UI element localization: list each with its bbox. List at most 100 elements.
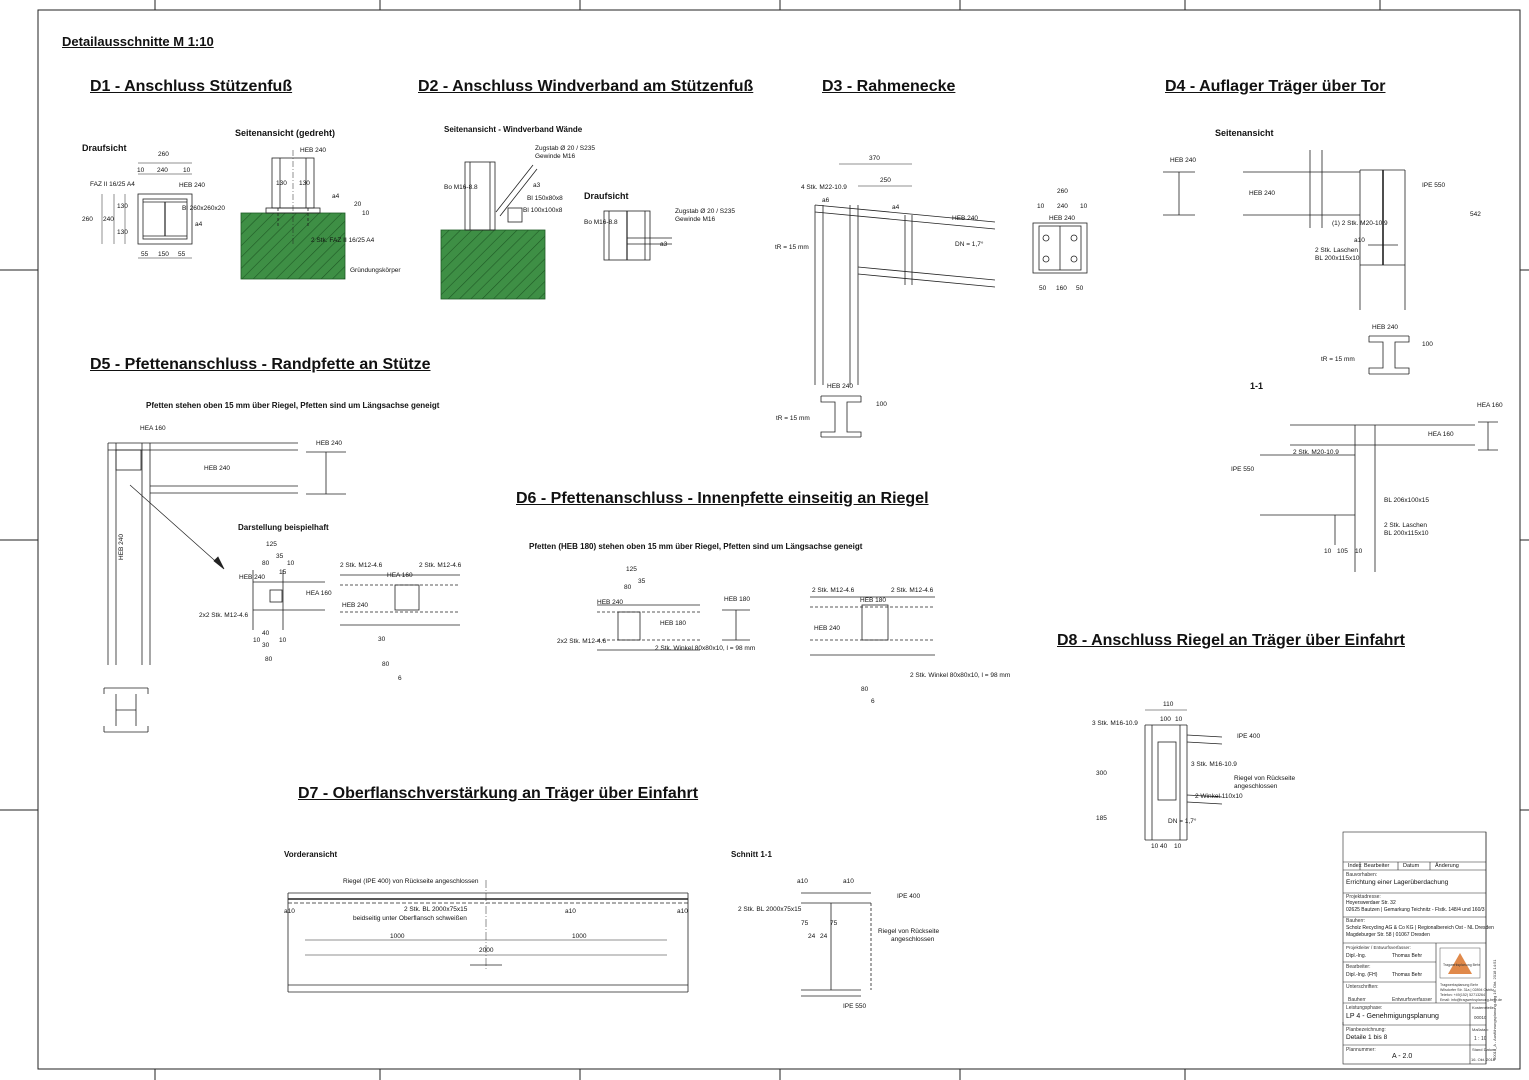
d7-label: angeschlossen xyxy=(891,936,935,943)
d4-label: 2 Stk. Laschen xyxy=(1315,247,1358,254)
d5-label: HEB 240 xyxy=(239,574,266,581)
d3-label: a4 xyxy=(892,204,900,211)
d4-label: BL 200x115x10 xyxy=(1315,255,1360,262)
tb-bauherr-caption: Bauherr: xyxy=(1346,918,1366,924)
d4-label: HEA 160 xyxy=(1428,431,1454,438)
d7-label: a10 xyxy=(797,878,808,885)
d5-label: 15 xyxy=(279,569,287,576)
d4-label: a10 xyxy=(1354,237,1365,244)
d8-label: 185 xyxy=(1096,815,1107,822)
d1-label: a4 xyxy=(195,221,203,228)
d3-label: DN = 1,7° xyxy=(955,241,984,248)
d1-label: 260 xyxy=(158,151,169,158)
d5-label: HEA 160 xyxy=(387,572,413,579)
d5-label: 2 Stk. M12-4.6 xyxy=(340,562,383,569)
d7-label: Riegel von Rückseite xyxy=(878,928,940,935)
d8-label: DN = 1,7° xyxy=(1168,818,1197,825)
d8-label: IPE 400 xyxy=(1237,733,1261,740)
d1-label: 55 xyxy=(178,251,186,258)
d2-label: Bl 100x100x8 xyxy=(523,207,563,214)
d3-label: 370 xyxy=(869,155,880,162)
d2-label: Gewinde M16 xyxy=(535,153,576,160)
d6-note: Pfetten (HEB 180) stehen oben 15 mm über… xyxy=(529,542,863,551)
d6-label: 35 xyxy=(638,578,646,585)
tb-plannummer: A - 2.0 xyxy=(1392,1053,1413,1060)
d1-label: HEB 240 xyxy=(300,147,327,154)
d5-label: 10 xyxy=(279,637,287,644)
d7-label: 75 xyxy=(801,920,809,927)
tb-company-line: Wilsdorfer Str. 31a | 02894 Ostritz xyxy=(1440,988,1494,992)
d3-label: 160 xyxy=(1056,285,1067,292)
d2-label: Zugstab Ø 20 / S235 xyxy=(535,145,595,152)
d8-label: 3 Stk. M16-10.9 xyxy=(1092,720,1138,727)
d5-label: 80 xyxy=(382,661,390,668)
d1-label: 10 xyxy=(183,167,191,174)
d1-label: 240 xyxy=(103,216,114,223)
tb-company-line: Email: info@tragwerksplanung-behr.de xyxy=(1440,998,1502,1002)
tb-bauherr2: Magdeburger Str. 58 | 01067 Dresden xyxy=(1346,932,1430,938)
tb-planbezeichnung: Detaile 1 bis 8 xyxy=(1346,1034,1388,1041)
d5-label: 40 xyxy=(262,630,270,637)
tb-adresse-caption: Projektadresse: xyxy=(1346,894,1381,900)
d6-label: 125 xyxy=(626,566,637,573)
d5-drawing xyxy=(103,442,460,733)
tb-unterschriften-caption: Unterschriften: xyxy=(1346,984,1379,990)
d4-label: 10 xyxy=(1355,548,1363,555)
d5-label: HEA 160 xyxy=(140,425,166,432)
d7-view-front: Vorderansicht xyxy=(284,850,338,859)
d5-label: HEB 240 xyxy=(316,440,343,447)
d6-label: 2 Stk. M12-4.6 xyxy=(891,587,934,594)
d6-label: 6 xyxy=(871,698,875,705)
d6-label: HEB 180 xyxy=(724,596,751,603)
tb-bauvorhaben: Errichtung einer Lagerüberdachung xyxy=(1346,879,1449,886)
d3-label: tR = 15 mm xyxy=(776,415,810,422)
d3-drawing xyxy=(814,163,1088,438)
d4-label: HEB 240 xyxy=(1372,324,1399,331)
d5-label: 10 xyxy=(287,560,295,567)
tb-massstab: 1 : 10 xyxy=(1474,1036,1487,1042)
d8-label: 10 xyxy=(1151,843,1159,850)
d1-label: 130 xyxy=(117,203,128,210)
d5-label: 10 xyxy=(253,637,261,644)
d6-label: 2 Stk. M12-4.6 xyxy=(812,587,855,594)
tb-datum-header: Datum xyxy=(1403,863,1420,869)
d6-label: HEB 180 xyxy=(660,620,687,627)
d3-label: HEB 240 xyxy=(952,215,979,222)
d7-label: 2000 xyxy=(479,947,494,954)
d1-label: 10 xyxy=(137,167,145,174)
d2-label: Zugstab Ø 20 / S235 xyxy=(675,208,735,215)
d5-label: 2x2 Stk. M12-4.6 xyxy=(199,612,249,619)
d1-label: 150 xyxy=(158,251,169,258)
d4-label: IPE 550 xyxy=(1422,182,1446,189)
d5-label: 6 xyxy=(398,675,402,682)
d4-view-section: 1-1 xyxy=(1250,381,1264,391)
tb-planbezeichnung-caption: Planbezeichnung: xyxy=(1346,1027,1386,1033)
tb-plannummer-caption: Plannummer: xyxy=(1346,1047,1376,1053)
d7-label: a10 xyxy=(565,908,576,915)
d5-label: HEB 240 xyxy=(342,602,369,609)
d3-label: 50 xyxy=(1076,285,1084,292)
d2-label: Bo M16-8.8 xyxy=(584,219,618,226)
d3-title: D3 - Rahmenecke xyxy=(822,78,956,95)
d2-label: a3 xyxy=(660,241,668,248)
d5-label: 2 Stk. M12-4.6 xyxy=(419,562,462,569)
d1-drawing xyxy=(101,150,346,280)
d1-label: 2 Stk. FAZ II 16/25 A4 xyxy=(311,237,375,244)
d3-label: HEB 240 xyxy=(1049,215,1076,222)
d7-label: 75 xyxy=(830,920,838,927)
tb-kostenstelle-caption: Kostenstelle: xyxy=(1472,1005,1495,1010)
tb-leistungsphase-caption: Leistungsphase: xyxy=(1346,1005,1383,1011)
d6-label: 2 Stk. Winkel 80x80x10, l = 98 mm xyxy=(910,672,1011,679)
d3-label: tR = 15 mm xyxy=(775,244,809,251)
tb-bauherr1: Scholz Recycling AG & Co KG | Regionalbe… xyxy=(1346,925,1494,931)
d7-label: a10 xyxy=(843,878,854,885)
d5-label: HEB 240 xyxy=(118,533,125,560)
tb-projektleiter: Dipl.-Ing. xyxy=(1346,953,1367,959)
d1-view-seitenansicht: Seitenansicht (gedreht) xyxy=(235,128,336,138)
d6-label: 2x2 Stk. M12-4.6 xyxy=(557,638,607,645)
d1-label: FAZ II 16/25 A4 xyxy=(90,181,135,188)
d1-label: Bl 260x260x20 xyxy=(182,205,226,212)
d1-label: 20 xyxy=(354,201,362,208)
